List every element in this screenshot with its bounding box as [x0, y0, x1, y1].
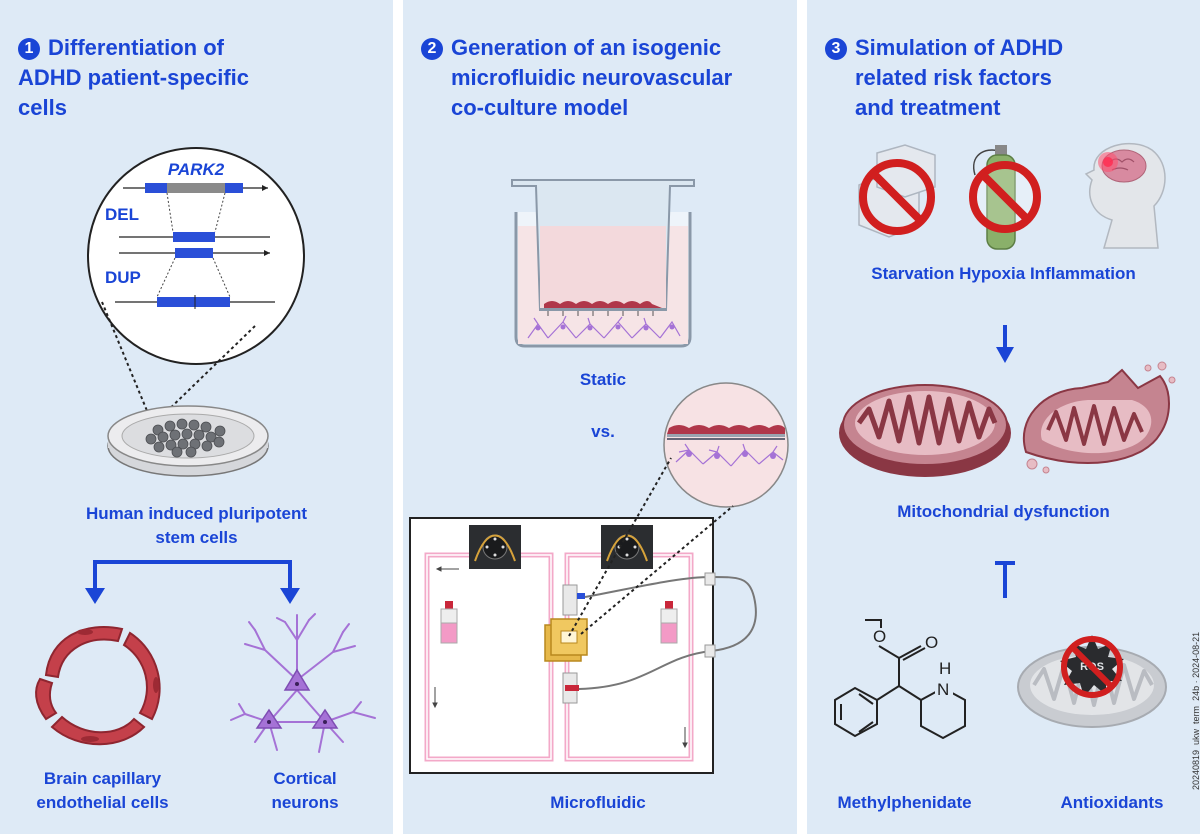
zoom-lines-chip [568, 457, 734, 637]
endothelial-label: Brain capillary endothelial cells [36, 769, 169, 812]
atom-o1: O [873, 627, 886, 646]
petri-dish-icon [107, 405, 269, 477]
peristaltic-pump-icon-2 [601, 525, 653, 569]
step-number-2: 2 [421, 38, 443, 60]
atom-h: H [939, 659, 951, 678]
damaged-mitochondrion-icon [1022, 361, 1176, 474]
microfluidic-chip-icon [544, 618, 588, 662]
down-arrow [996, 325, 1014, 363]
starvation-icon [858, 144, 936, 238]
methylphenidate-structure: O O H N [834, 619, 966, 740]
atom-o2: O [925, 633, 938, 652]
del-label: DEL [105, 205, 139, 224]
inhibition-symbol [995, 561, 1015, 598]
vs-label: vs. [591, 422, 615, 441]
inflammation-head-icon [1084, 142, 1166, 249]
healthy-mitochondrion-icon [839, 384, 1011, 477]
microfluidic-setup [409, 517, 757, 774]
park2-gene-label: PARK2 [168, 160, 225, 179]
dup-label: DUP [105, 268, 141, 287]
step-number-1: 1 [18, 38, 40, 60]
methylphenidate-label: Methylphenidate [837, 793, 972, 812]
medium-reservoir-icon-2 [660, 601, 678, 644]
antioxidant-icon: ROS [1017, 635, 1167, 728]
static-label: Static [579, 370, 627, 389]
hipsc-label: Human induced pluripotent stem cells [86, 504, 307, 547]
park2-genome-diagram: PARK2 DEL DUP [87, 147, 305, 365]
zoom-lines-dish [101, 301, 256, 419]
neurons-label: Cortical neurons [271, 769, 339, 812]
antioxidants-label: Antioxidants [1060, 793, 1164, 812]
cortical-neurons-icon [230, 613, 376, 753]
barrier-zoom-detail [663, 382, 789, 508]
hypoxia-icon [969, 145, 1041, 250]
endothelial-cells-icon [35, 626, 161, 746]
risk-factors-label: Starvation Hypoxia Inflammation [871, 264, 1136, 283]
dysfunction-label: Mitochondrial dysfunction [897, 502, 1110, 521]
microfluidic-label: Microfluidic [550, 793, 646, 812]
transwell-static-icon [511, 179, 695, 348]
medium-reservoir-icon [440, 601, 458, 644]
differentiation-arrows [85, 560, 300, 604]
step-number-3: 3 [825, 38, 847, 60]
atom-n: N [937, 680, 949, 699]
figure-code-label: 20240819_ukw_term_24b · 2024-08-21 [1191, 631, 1200, 790]
peristaltic-pump-icon [469, 525, 521, 569]
